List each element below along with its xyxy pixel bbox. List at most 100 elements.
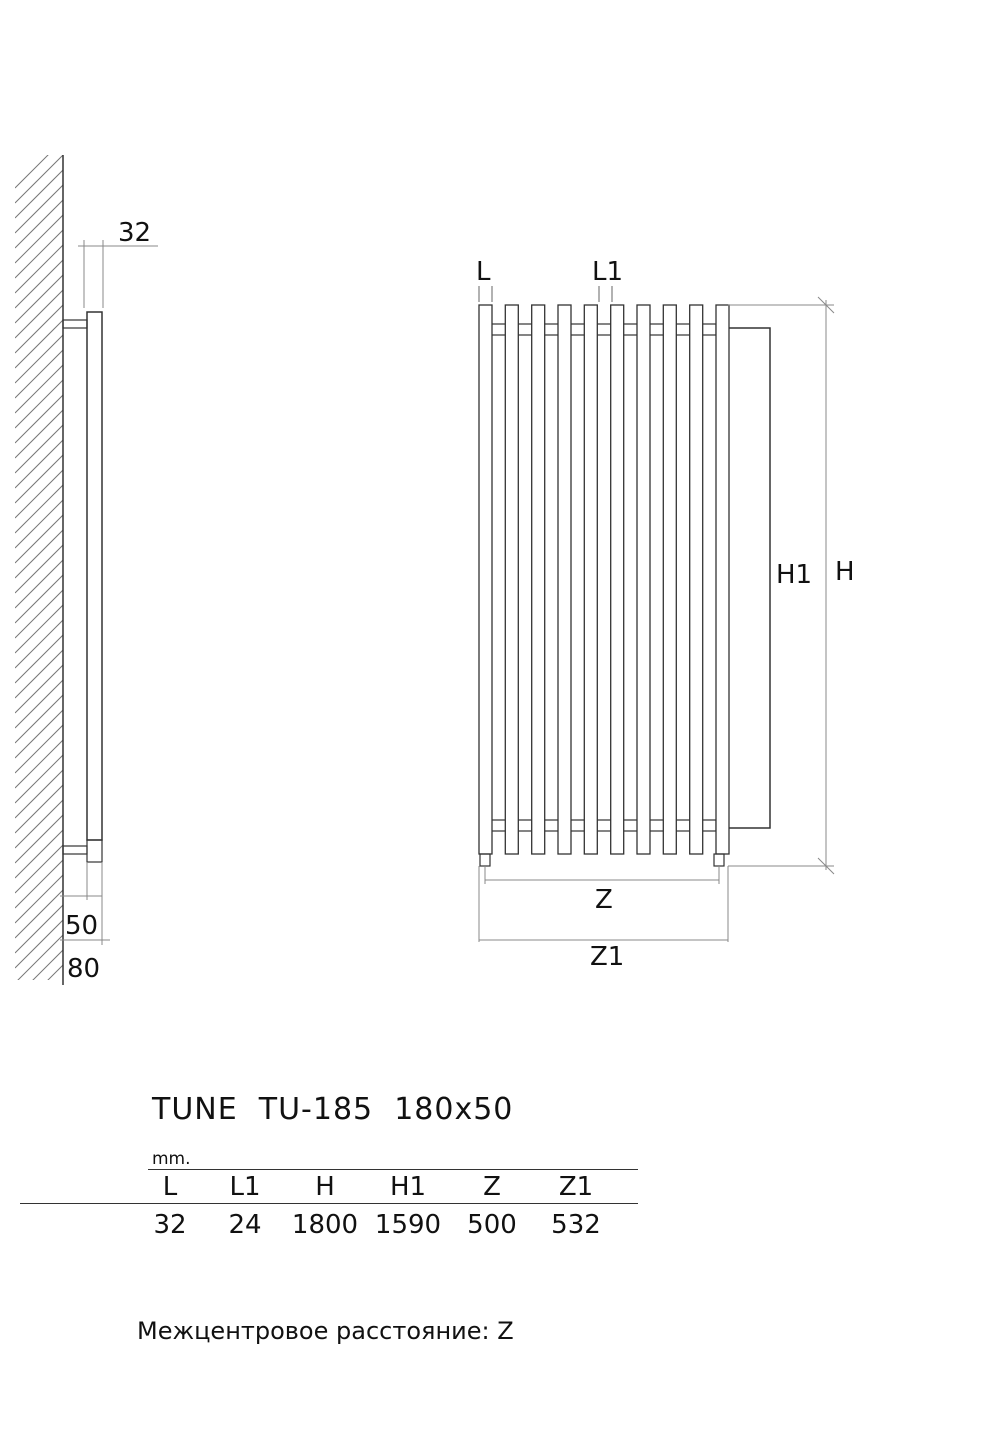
hatch-line (15, 995, 63, 1040)
value-H: 1800 (291, 1210, 359, 1240)
hatch-line (15, 155, 63, 204)
hatch-line (17, 934, 63, 980)
hatch-line (15, 379, 63, 429)
value-Z: 500 (467, 1210, 517, 1240)
value-L1: 24 (228, 1210, 262, 1240)
tube (610, 304, 625, 855)
hatch-line (15, 919, 63, 969)
header-Z: Z (483, 1172, 501, 1202)
hatch-line (15, 274, 63, 324)
dim-50-label: 50 (65, 911, 98, 941)
hatch-line (15, 514, 63, 564)
header-L: L (162, 1172, 178, 1202)
tube (583, 304, 598, 855)
radiator-bottom-connector (86, 839, 103, 863)
hatch-line (15, 814, 63, 864)
hatch-line (15, 529, 63, 579)
hatch-line (15, 694, 63, 744)
hatch-line (15, 544, 63, 594)
value-H1: 1590 (374, 1210, 442, 1240)
hatch-line (15, 619, 63, 669)
dim-32-label: 32 (118, 218, 151, 248)
hatch-line (62, 979, 63, 980)
dim-Z1-label: Z1 (590, 942, 624, 972)
tube (504, 304, 519, 855)
hatch-line (15, 679, 63, 729)
value-L: 32 (153, 1210, 187, 1240)
hatch-line (15, 155, 49, 189)
dim-L1-label: L1 (592, 257, 623, 287)
hatch-line (32, 949, 63, 980)
header-L1: L1 (229, 1172, 261, 1202)
hatch-line (15, 349, 63, 399)
hatch-line (15, 184, 63, 234)
dim-Z-label: Z (595, 885, 613, 915)
hatch-line (15, 364, 63, 414)
top-bracket (62, 319, 88, 329)
center-distance-note: Межцентровое расстояние: Z (137, 1317, 514, 1345)
hatch-line (15, 709, 63, 759)
hatch-line (15, 904, 63, 954)
hatch-line (15, 199, 63, 249)
hatch-line (15, 769, 63, 819)
hatch-line (15, 874, 63, 924)
hatch-line (15, 799, 63, 849)
hatch-line (15, 169, 63, 219)
hatch-line (15, 559, 63, 609)
hatch-line (15, 319, 63, 369)
radiator-side-profile (86, 311, 103, 841)
hatch-line (15, 244, 63, 294)
tubes (478, 304, 730, 855)
hatch-line (15, 439, 63, 489)
wall-bracket-outline (728, 327, 771, 829)
front-view: L L1 H1 H Z Z1 (476, 257, 855, 972)
left-connection-stub (479, 853, 491, 867)
side-view: 32 50 80 (15, 155, 158, 1040)
dim-80-label: 80 (67, 954, 100, 984)
hatch-line (15, 424, 63, 474)
dim-H-tick-top (817, 296, 835, 314)
tube (715, 304, 730, 855)
dim-H-label: H (835, 557, 855, 587)
tube (689, 304, 704, 855)
tube (662, 304, 677, 855)
bottom-bracket (62, 845, 88, 855)
bottom-manifold (484, 819, 717, 832)
hatch-line (15, 259, 63, 309)
header-H: H (315, 1172, 335, 1202)
tube (636, 304, 651, 855)
hatch-line (15, 499, 63, 549)
hatch-line (15, 889, 63, 939)
hatch-line (15, 409, 63, 459)
hatch-line (15, 484, 63, 534)
model-title: TUNE TU-185 180x50 (152, 1092, 514, 1127)
hatch-line (15, 664, 63, 714)
hatch-line (15, 1025, 63, 1040)
hatch-line (15, 1010, 63, 1040)
hatch-line (15, 289, 63, 339)
hatch-line (15, 634, 63, 684)
dim-H-tick-bottom (817, 857, 835, 875)
hatch-line (15, 394, 63, 444)
hatch-line (15, 229, 63, 279)
dim-L-label: L (476, 257, 491, 287)
dim-H1-label: H1 (776, 560, 812, 590)
technical-drawing: 32 50 80 L L1 H1 H (15, 155, 855, 1040)
hatch-line (15, 724, 63, 774)
unit-label: mm. (152, 1149, 191, 1169)
table-top-rule (148, 1169, 638, 1170)
right-connection-stub (713, 853, 725, 867)
value-Z1: 532 (551, 1210, 601, 1240)
hatch-line (15, 829, 63, 879)
header-H1: H1 (389, 1172, 427, 1202)
hatch-line (15, 604, 63, 654)
hatch-line (15, 859, 63, 909)
hatch-line (15, 214, 63, 264)
hatch-line (15, 754, 63, 804)
top-manifold (484, 323, 717, 336)
hatch-line (15, 844, 63, 894)
tube (531, 304, 546, 855)
hatch-line (15, 574, 63, 624)
wall-hatch (15, 155, 63, 1040)
hatch-line (15, 334, 63, 384)
